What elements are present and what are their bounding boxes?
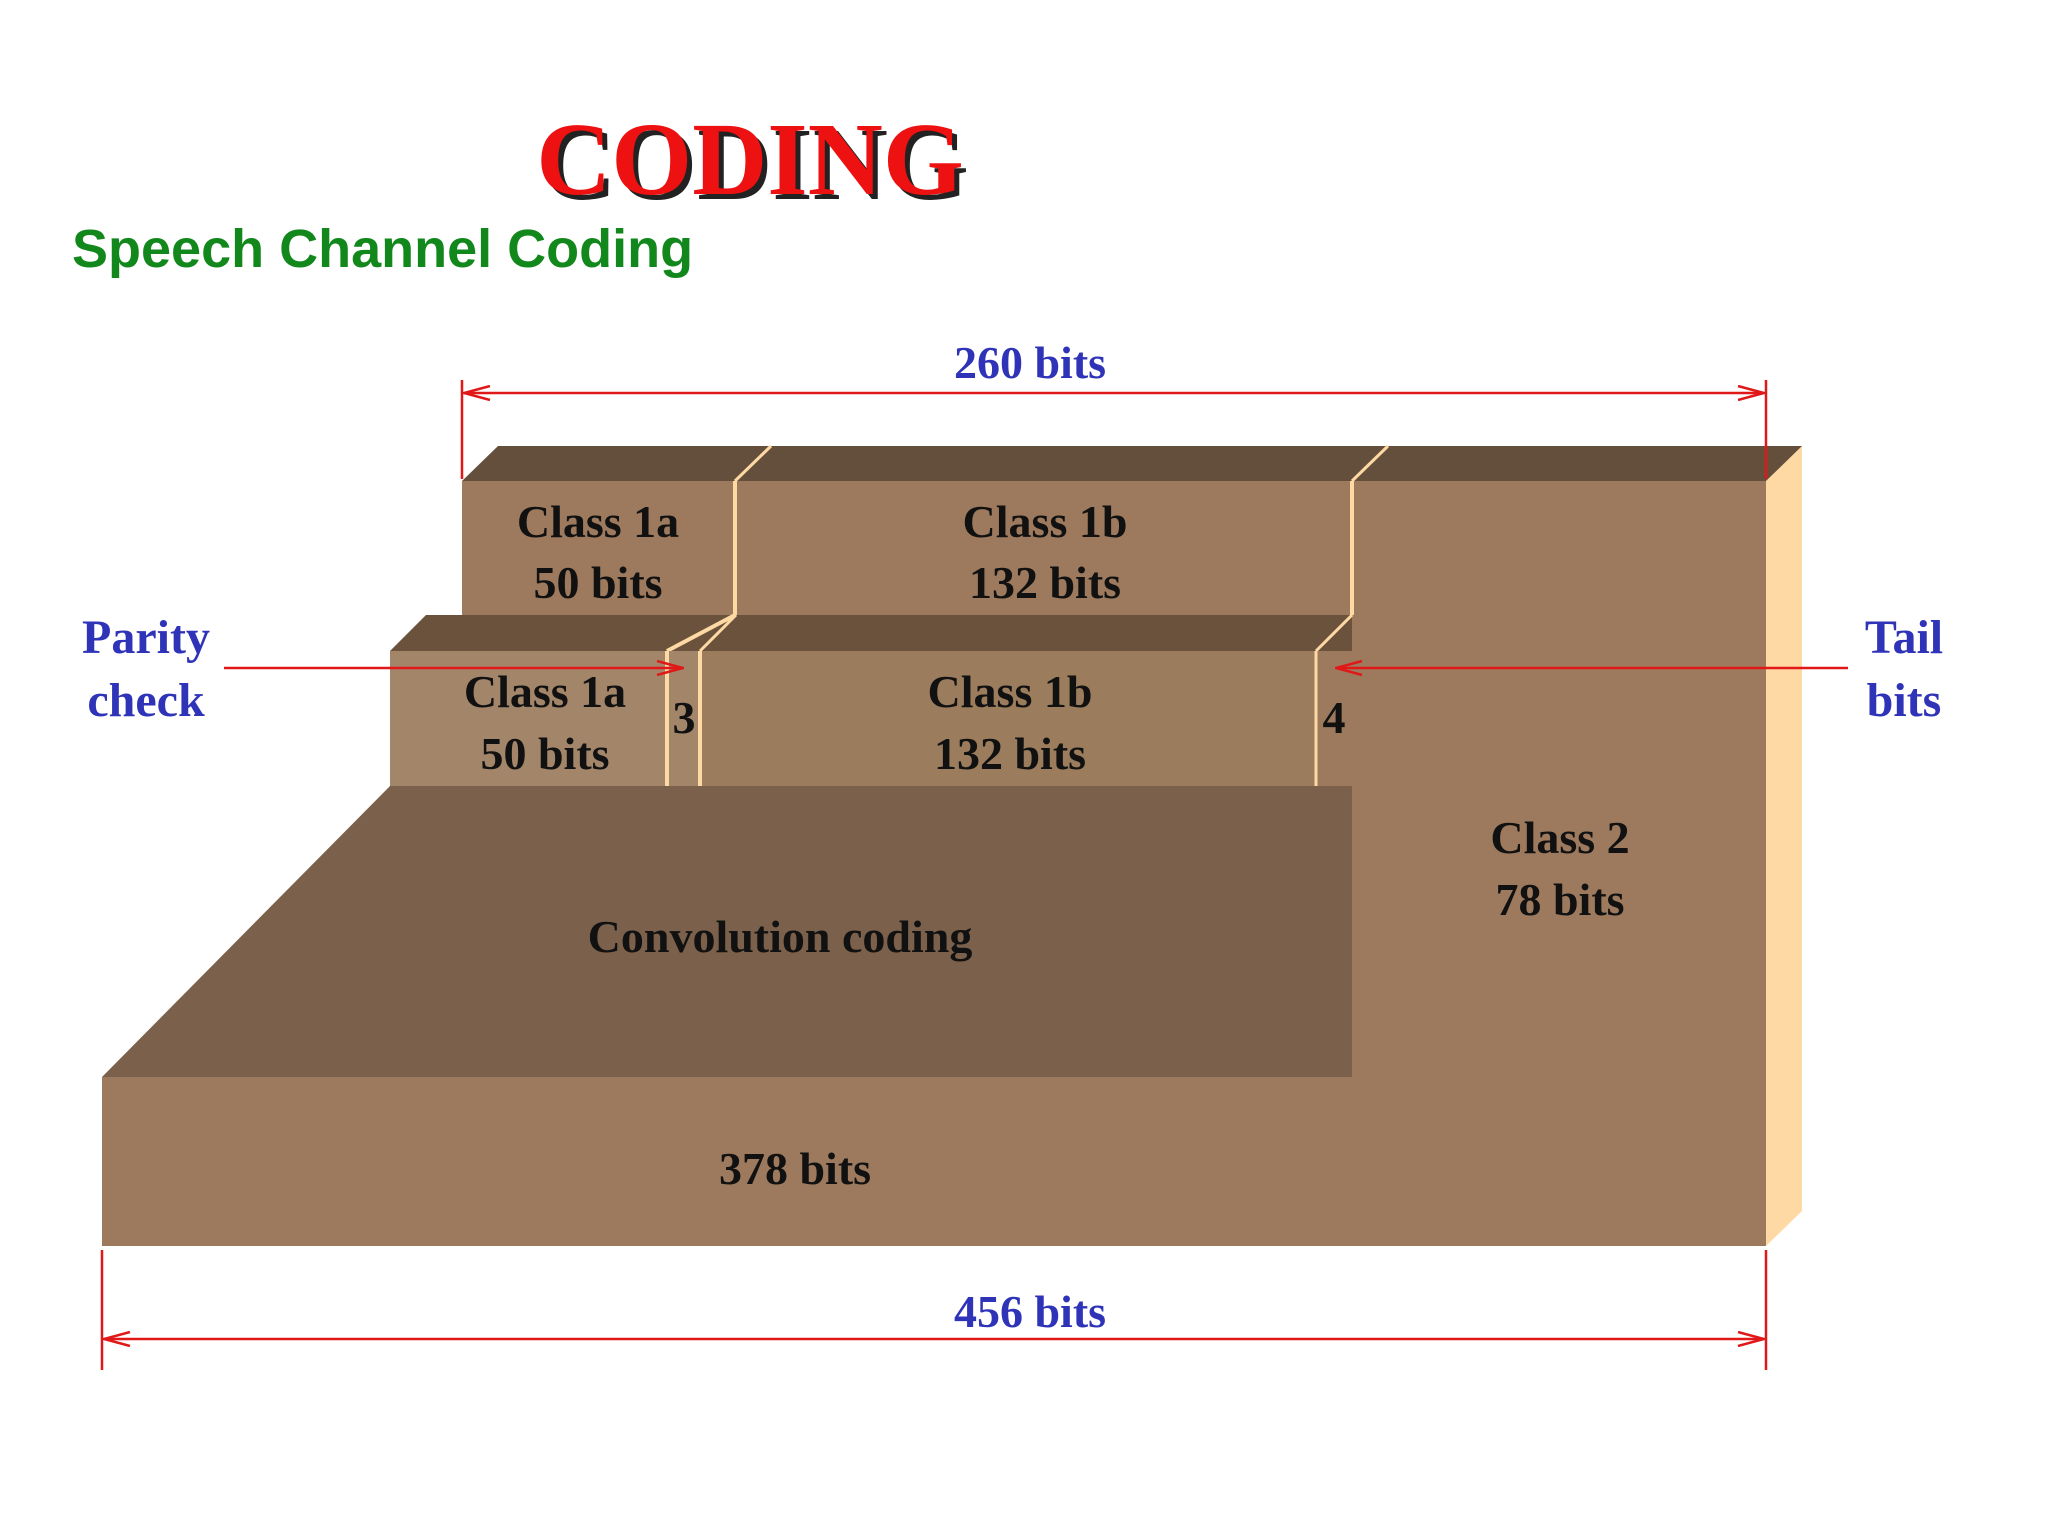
middle-top-face [390,615,1352,651]
tail-label-line2: bits [1867,674,1942,727]
parity-label-line2: check [87,674,205,727]
bottom-dimension-label: 456 bits [954,1286,1106,1337]
middle-top-divider [698,613,738,653]
top-dimension-label: 260 bits [954,337,1106,388]
class2-bits: 78 bits [1495,874,1624,925]
upper-class1b-name: Class 1b [963,496,1128,547]
middle-class1a-bits: 50 bits [480,728,609,779]
middle-class1a-name: Class 1a [464,666,626,717]
convolution-coding-label: Convolution coding [588,911,973,962]
main-front-block [462,481,1766,1246]
upper-top-divider [733,444,773,483]
upper-top-face [462,446,1802,481]
middle-class1b-cell [700,651,1316,786]
middle-class1b-name: Class 1b [928,666,1093,717]
upper-top-divider [1350,444,1390,483]
middle-top-divider [1314,613,1354,653]
parity-label-line1: Parity [82,611,210,664]
parity-bit-count: 3 [673,692,696,743]
upper-class1a-name: Class 1a [517,496,679,547]
coded-bits-block [102,1077,1352,1246]
tail-label-line1: Tail [1865,611,1943,664]
coded-bits-label: 378 bits [719,1143,871,1194]
tail-bit-count: 4 [1323,692,1346,743]
page-title: CODING [536,102,964,217]
upper-class1b-bits: 132 bits [969,557,1121,608]
convolution-coding-face [102,786,1352,1077]
middle-class1b-bits: 132 bits [934,728,1086,779]
upper-class1a-bits: 50 bits [533,557,662,608]
page-subtitle: Speech Channel Coding [72,219,694,279]
class2-name: Class 2 [1490,812,1629,863]
middle-top-divider [666,613,736,653]
middle-class1a-cell [390,651,667,786]
block-side-face [1766,446,1802,1246]
